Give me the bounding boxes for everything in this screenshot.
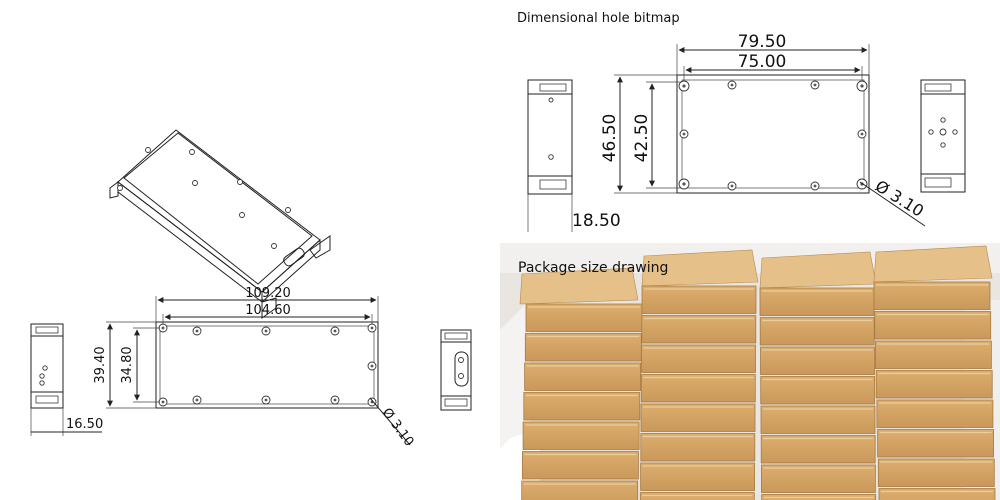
package-box bbox=[760, 435, 876, 464]
hole-bitmap-width-dimensions bbox=[614, 74, 682, 194]
package-box bbox=[524, 362, 641, 391]
right-side-view bbox=[440, 329, 472, 411]
thickness-label: 16.50 bbox=[66, 417, 103, 432]
package-caption: Package size drawing bbox=[518, 260, 668, 276]
package-box bbox=[760, 376, 876, 405]
hole-bitmap-diameter: Ø 3.10 bbox=[872, 176, 927, 220]
hole-bitmap-overall-width: 46.50 bbox=[600, 114, 620, 163]
package-box bbox=[760, 405, 876, 434]
package-box bbox=[640, 403, 756, 432]
package-box bbox=[878, 488, 996, 500]
isometric-view bbox=[109, 129, 331, 319]
hole-bitmap-diameter-leader bbox=[859, 181, 926, 227]
package-box bbox=[522, 451, 639, 480]
package-box bbox=[875, 370, 993, 399]
package-box bbox=[641, 285, 757, 314]
package-box bbox=[639, 492, 755, 500]
box-stack-top bbox=[873, 245, 993, 283]
package-box bbox=[877, 429, 994, 458]
box-stack-top bbox=[519, 267, 639, 305]
hole-diameter-label: Ø 3.10 bbox=[379, 406, 417, 450]
package-box bbox=[525, 303, 643, 332]
package-box bbox=[876, 399, 994, 428]
package-box bbox=[877, 458, 995, 487]
package-box bbox=[640, 433, 756, 462]
length-dimensions bbox=[155, 296, 379, 324]
hole-bitmap-caption: Dimensional hole bitmap bbox=[517, 11, 680, 26]
hole-bitmap-spacing-length: 75.00 bbox=[738, 52, 787, 72]
package-box bbox=[521, 480, 639, 500]
overall-width-label: 39.40 bbox=[93, 346, 108, 383]
package-box bbox=[523, 392, 641, 421]
package-box bbox=[641, 315, 757, 344]
package-box bbox=[873, 281, 991, 310]
package-box bbox=[759, 317, 875, 346]
hole-bitmap-overall-length: 79.50 bbox=[738, 32, 787, 52]
package-box bbox=[640, 374, 756, 403]
hole-bitmap-left-side-view bbox=[527, 79, 573, 232]
front-view bbox=[155, 321, 379, 409]
package-box bbox=[522, 421, 640, 450]
package-box bbox=[524, 333, 642, 362]
hole-bitmap-spacing-width: 42.50 bbox=[632, 114, 652, 163]
hole-bitmap-thickness: 18.50 bbox=[572, 211, 621, 231]
package-box bbox=[760, 346, 875, 375]
left-side-view bbox=[30, 323, 102, 436]
hole-bitmap-right-side-view bbox=[920, 79, 966, 193]
hole-spacing-length-label: 104.60 bbox=[245, 303, 291, 318]
package-box-stacks bbox=[519, 245, 996, 500]
package-box bbox=[640, 462, 755, 491]
package-box bbox=[641, 344, 756, 373]
package-box bbox=[874, 311, 992, 340]
package-box bbox=[761, 464, 876, 493]
overall-length-label: 109.20 bbox=[245, 286, 291, 301]
diameter-leader bbox=[369, 397, 411, 446]
hole-bitmap-length-dimensions bbox=[676, 44, 870, 80]
width-dimensions bbox=[106, 321, 160, 409]
hole-bitmap-front-view bbox=[676, 74, 870, 194]
box-stack-top bbox=[759, 251, 877, 289]
hole-spacing-width-label: 34.80 bbox=[120, 346, 135, 383]
package-box bbox=[875, 340, 992, 369]
box-stack-top bbox=[641, 249, 759, 287]
package-box bbox=[759, 287, 875, 316]
